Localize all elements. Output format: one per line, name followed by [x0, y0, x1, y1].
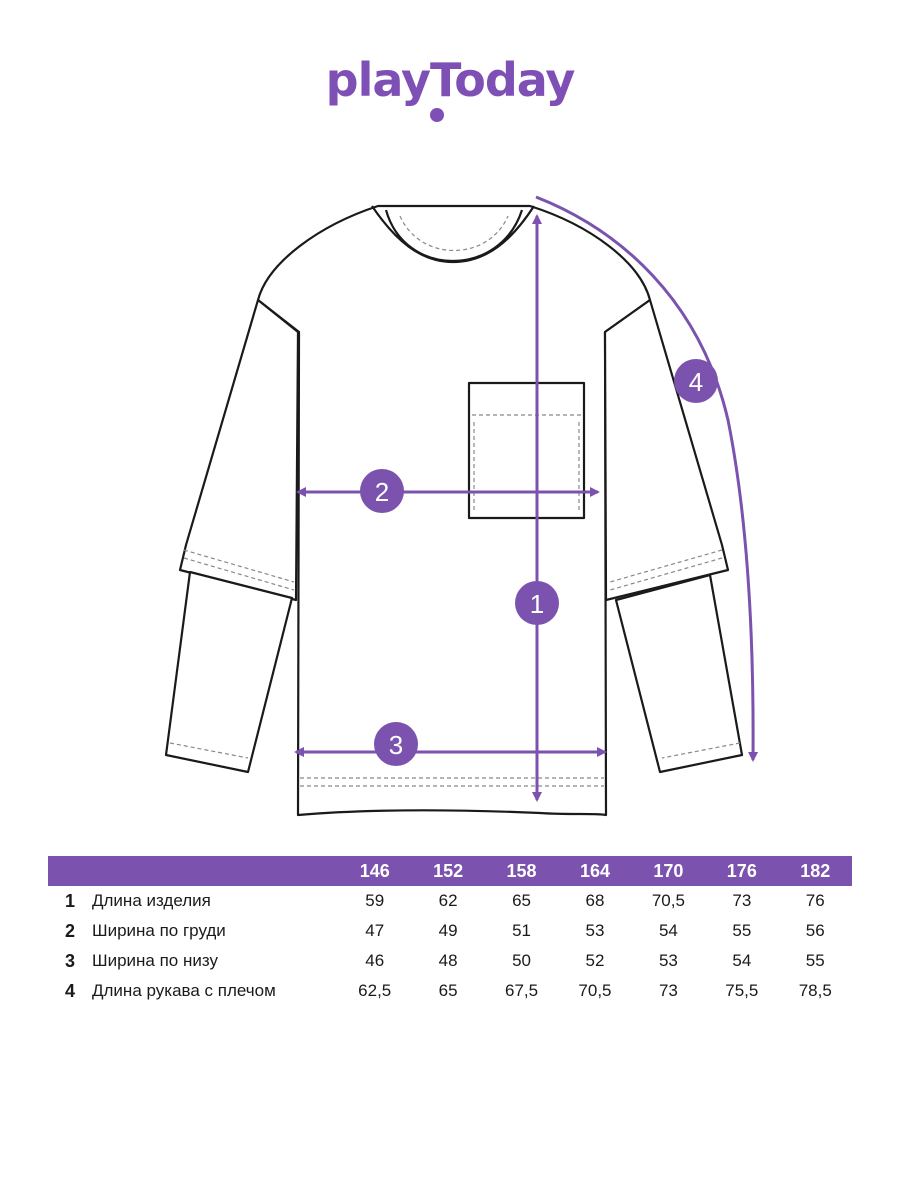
size-header-row: 146 152 158 164 170 176 182	[48, 856, 852, 886]
table-cell: 76	[805, 891, 825, 910]
size-176: 176	[726, 860, 757, 881]
size-164: 164	[579, 860, 610, 881]
row-label: Длина изделия	[92, 891, 211, 910]
table-cell: 70,5	[578, 981, 612, 1000]
marker-3: 3	[374, 722, 418, 766]
size-chart-table: 146 152 158 164 170 176 182 1 Длина изде…	[48, 856, 852, 1006]
table-cell: 54	[732, 951, 752, 970]
measurement-markers: 1 2 3 4	[360, 359, 718, 766]
garment-outline	[164, 204, 744, 817]
svg-text:4: 4	[689, 367, 703, 397]
table-cell: 48	[438, 951, 458, 970]
table-cell: 78,5	[798, 981, 832, 1000]
table-cell: 75,5	[725, 981, 759, 1000]
table-cell: 67,5	[505, 981, 539, 1000]
row-number: 2	[64, 920, 75, 941]
table-cell: 68	[585, 891, 605, 910]
row-label: Длина рукава с плечом	[92, 981, 276, 1000]
row-number: 3	[64, 950, 75, 971]
table-cell: 50	[512, 951, 532, 970]
table-row: 3 Ширина по низу 46 48 50 52 53 54 55	[48, 946, 852, 976]
right-short-sleeve	[603, 298, 730, 602]
table-cell: 46	[365, 951, 385, 970]
table-cell: 73	[658, 981, 678, 1000]
size-170: 170	[653, 860, 684, 881]
table-cell: 55	[805, 951, 825, 970]
svg-text:1: 1	[530, 589, 544, 619]
size-152: 152	[433, 860, 464, 881]
table-cell: 47	[365, 921, 385, 940]
size-158: 158	[506, 860, 537, 881]
size-182: 182	[800, 860, 831, 881]
brand-logo: playToday	[325, 53, 576, 107]
row-number: 4	[64, 980, 75, 1001]
table-cell: 70,5	[651, 891, 685, 910]
row-label: Ширина по низу	[92, 951, 218, 970]
table-row: 1 Длина изделия 59 62 65 68 70,5 73 76	[48, 886, 852, 916]
sleeve-length-arc	[535, 195, 759, 762]
table-cell: 51	[512, 921, 532, 940]
collar-rib	[371, 205, 535, 264]
svg-text:2: 2	[375, 477, 389, 507]
row-label: Ширина по груди	[92, 921, 226, 940]
svg-text:3: 3	[389, 730, 403, 760]
table-cell: 53	[658, 951, 678, 970]
table-cell: 53	[585, 921, 605, 940]
table-cell: 54	[658, 921, 678, 940]
size-146: 146	[359, 860, 390, 881]
table-row: 4 Длина рукава с плечом 62,5 65 67,5 70,…	[48, 976, 852, 1006]
stitching	[169, 215, 741, 787]
row-number: 1	[64, 890, 75, 911]
table-cell: 52	[585, 951, 605, 970]
logo-dot	[430, 108, 444, 122]
table-cell: 55	[732, 921, 752, 940]
measurement-lines	[294, 195, 759, 802]
chest-pocket	[467, 381, 586, 520]
table-cell: 62	[438, 891, 458, 910]
table-cell: 65	[512, 891, 532, 910]
table-row: 2 Ширина по груди 47 49 51 53 54 55 56	[48, 916, 852, 946]
left-short-sleeve	[178, 298, 300, 602]
table-cell: 49	[438, 921, 458, 940]
table-cell: 59	[365, 891, 385, 910]
table-cell: 73	[732, 891, 752, 910]
left-long-sleeve	[164, 570, 294, 774]
table-cell: 65	[438, 981, 458, 1000]
right-long-sleeve	[614, 573, 744, 774]
table-cell: 62,5	[358, 981, 392, 1000]
garment-body	[256, 204, 652, 817]
table-cell: 56	[805, 921, 825, 940]
marker-2: 2	[360, 469, 404, 513]
marker-1: 1	[515, 581, 559, 625]
marker-4: 4	[674, 359, 718, 403]
